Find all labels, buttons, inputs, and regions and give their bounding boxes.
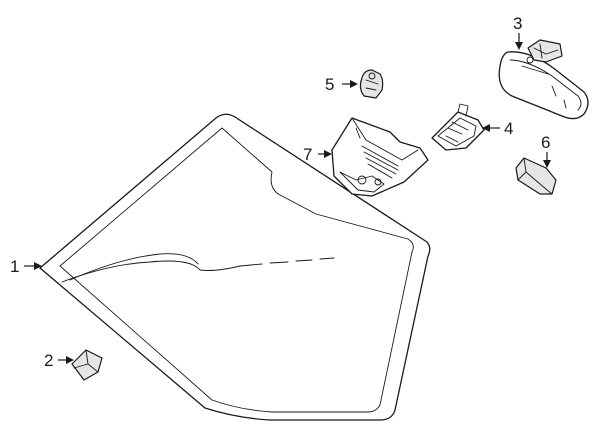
callout-2: 2 bbox=[44, 351, 53, 370]
callout-6: 6 bbox=[541, 133, 550, 152]
callout-5: 5 bbox=[325, 75, 334, 94]
callout-1: 1 bbox=[10, 257, 19, 276]
windshield bbox=[39, 113, 431, 421]
callout-labels: 1 2 3 4 5 6 7 bbox=[10, 14, 550, 370]
arrow-2 bbox=[66, 356, 74, 364]
callout-3: 3 bbox=[513, 14, 522, 33]
arrow-1 bbox=[34, 262, 42, 270]
callout-4: 4 bbox=[504, 119, 513, 138]
arrow-5 bbox=[350, 80, 358, 88]
camera-housing bbox=[331, 117, 429, 197]
arrow-3 bbox=[515, 42, 523, 50]
rearview-mirror bbox=[498, 39, 589, 120]
wire-cover bbox=[515, 157, 557, 195]
leader-lines bbox=[24, 33, 551, 364]
arrow-6 bbox=[543, 160, 551, 168]
arrow-7 bbox=[324, 150, 332, 158]
clip bbox=[71, 349, 103, 381]
rain-sensor bbox=[359, 69, 384, 99]
mirror-bracket bbox=[431, 103, 485, 151]
arrow-4 bbox=[482, 124, 490, 132]
callout-7: 7 bbox=[303, 145, 312, 164]
